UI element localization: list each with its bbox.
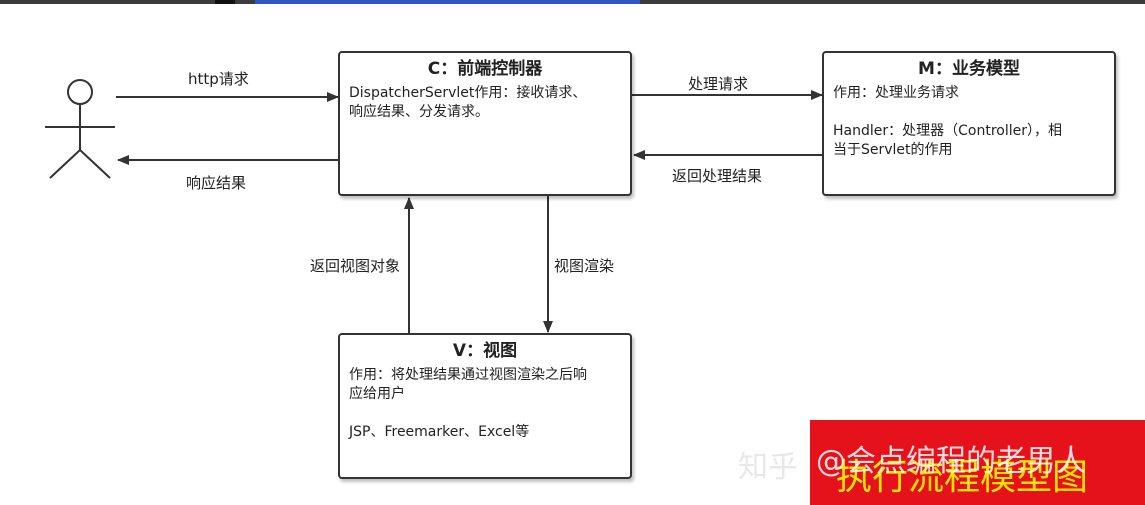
model-desc-line-2: Handler：处理器（Controller），相 <box>833 123 1062 139</box>
model-desc-line-3: 当于Servlet的作用 <box>833 142 953 158</box>
process-request-label: 处理请求 <box>688 75 749 93</box>
controller-desc-line-2: 响应结果、分发请求。 <box>349 104 489 120</box>
view-title: V：视图 <box>452 341 518 361</box>
controller-title: C：前端控制器 <box>427 59 543 79</box>
top-edge-dark-segment <box>215 0 235 4</box>
view-desc-line-1: 作用：将处理结果通过视图渲染之后响 <box>349 367 587 383</box>
view-desc-line-2: 应给用户 <box>349 386 405 402</box>
controller-desc-line-1: DispatcherServlet作用：接收请求、 <box>349 85 587 101</box>
user-actor-icon <box>45 79 115 179</box>
view-box: V：视图 作用：将处理结果通过视图渲染之后响 应给用户 JSP、Freemark… <box>338 333 632 479</box>
model-title: M：业务模型 <box>918 59 1020 79</box>
model-box: M：业务模型 作用：处理业务请求 Handler：处理器（Controller）… <box>822 51 1116 196</box>
view-render-label: 视图渲染 <box>554 257 615 275</box>
top-edge-bar <box>0 0 1145 4</box>
http-request-label: http请求 <box>188 70 249 88</box>
return-process-result-label: 返回处理结果 <box>672 167 763 185</box>
banner-title: 执行流程模型图 <box>836 457 1089 498</box>
top-edge-blue-segment <box>255 0 640 4</box>
title-banner: 执行流程模型图 @会点编程的老男人 <box>810 420 1145 505</box>
model-desc-line-1: 作用：处理业务请求 <box>833 85 959 101</box>
author-watermark: @会点编程的老男人 <box>816 444 1086 479</box>
controller-box: C：前端控制器 DispatcherServlet作用：接收请求、 响应结果、分… <box>338 51 632 196</box>
view-desc-line-3: JSP、Freemarker、Excel等 <box>349 424 530 440</box>
zhihu-watermark: 知乎 <box>738 450 798 485</box>
response-result-label: 响应结果 <box>186 174 247 192</box>
return-view-object-label: 返回视图对象 <box>310 257 401 275</box>
